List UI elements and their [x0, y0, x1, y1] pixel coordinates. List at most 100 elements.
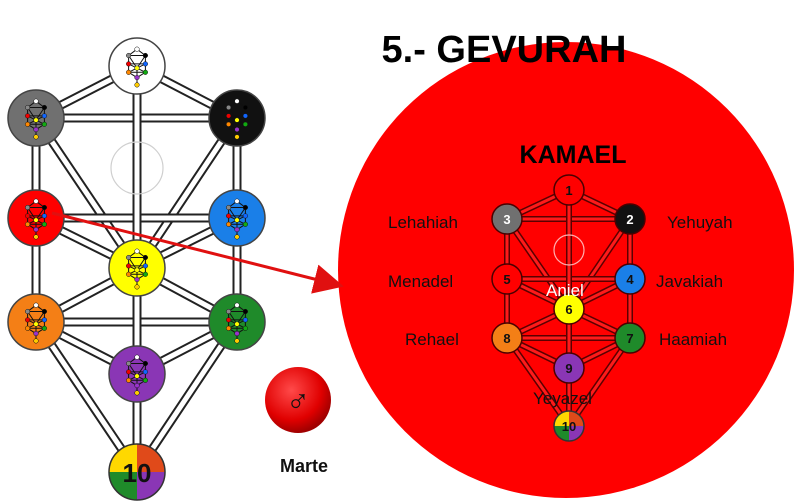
pointer-arrow: [51, 211, 344, 294]
left-sephira-10-quarter-0: [109, 444, 137, 472]
left-sephira-10-rim: [108, 443, 166, 501]
left-sephira-8-tree-icon-dot-6: [25, 325, 31, 331]
right-node-4-label: 4: [626, 272, 634, 287]
left-sephira-2-tree-icon-dot-2: [242, 104, 248, 111]
left-sephira-5-tree-icon-dot-4: [41, 213, 47, 219]
left-sephira-4-tree-icon-dot-7: [242, 221, 248, 227]
right-node-3: [491, 203, 523, 235]
left-sephira-5-tree-icon-dot-9: [33, 234, 39, 240]
left-sephira-7-tree-icon-dot-0: [234, 302, 240, 308]
left-sephira-9-tree-icon: [126, 354, 148, 396]
left-sephira-3-tree-icon-dot-0: [33, 98, 39, 104]
left-sephira-4-tree-icon-dot-5: [234, 217, 240, 223]
left-sephira-8-tree-icon-dot-5: [33, 321, 39, 327]
left-sephira-1-tree-icon-dot-6: [126, 69, 132, 75]
right-node-5: [491, 263, 523, 295]
right-node-9: [553, 352, 585, 384]
left-sephira-7-tree-icon-dot-5: [234, 321, 240, 327]
left-sephira-5-tree-icon-dot-2: [41, 204, 47, 211]
left-sephira-9-tree-icon-dot-1: [126, 360, 132, 367]
left-sephira-3-tree-icon-dot-3: [25, 113, 31, 119]
left-sephira-5-tree-icon-dot-6: [25, 221, 31, 227]
left-sephira-4-tree-icon-dot-4: [242, 213, 248, 219]
left-sephira-1-tree-icon-dot-4: [142, 61, 148, 67]
left-sephira-4-tree-icon-dot-8: [234, 226, 240, 233]
left-sephira-5-tree-icon-dot-8: [33, 226, 39, 233]
left-path-inner-7-10: [134, 319, 240, 475]
page-title: 5.- GEVURAH: [382, 29, 627, 71]
angel-label-lehahiah: Lehahiah: [388, 213, 458, 232]
left-sephira-9-tree-icon-dot-4: [142, 369, 148, 375]
right-node-4: [614, 263, 646, 295]
left-sephira-8-tree-icon-dot-3: [25, 317, 31, 323]
left-sephira-1-tree-icon-dot-7: [142, 69, 148, 75]
left-sephira-5-tree-icon-dot-0: [33, 198, 39, 204]
right-node-10-label: 10: [562, 419, 576, 434]
left-sephira-4-tree-icon-dot-0: [234, 198, 240, 204]
left-sephira-2-tree-icon: [226, 98, 248, 140]
right-node-10-quarter-1: [554, 426, 569, 441]
left-sephira-10-quarter-1: [109, 472, 137, 500]
left-sephira-6-tree-icon-dot-1: [126, 254, 132, 261]
left-sephira-2-tree-icon-dot-5: [234, 117, 240, 123]
right-node-9-label: 9: [565, 361, 572, 376]
left-sephira-8-tree-icon-dot-9: [33, 338, 39, 344]
left-sephira-5-tree-icon-dot-3: [25, 213, 31, 219]
left-sephira-7-tree-icon-dot-7: [242, 325, 248, 331]
left-sephira-1-tree-icon-dot-3: [126, 61, 132, 67]
angel-label-yeyazel: Yeyazel: [533, 389, 592, 408]
left-sephira-9-tree-icon-dot-2: [142, 360, 148, 367]
mars-planet: [265, 367, 331, 433]
planet-name: Marte: [280, 456, 328, 476]
left-sephira-3-tree-icon-dot-4: [41, 113, 47, 119]
angel-label-menadel: Menadel: [388, 272, 453, 291]
left-sephira-9-tree-icon-dot-6: [126, 377, 132, 383]
left-sephira-9-tree-icon-dot-5: [134, 373, 140, 379]
left-sephira-7-tree-icon-dot-8: [234, 330, 240, 337]
left-sephira-2-tree-icon-dot-4: [242, 113, 248, 119]
left-sephira-4-tree-icon-dot-6: [226, 221, 232, 227]
left-sephira-8-tree-icon-dot-8: [33, 330, 39, 337]
left-sephira-9-tree-icon-dot-8: [134, 382, 140, 389]
left-sephira-1-tree-icon-dot-8: [134, 74, 140, 81]
right-path-inner-8-10: [505, 336, 571, 428]
right-node-7: [614, 322, 646, 354]
left-sephira-4-tree-icon-dot-1: [226, 204, 232, 211]
left-sephira-6-tree-icon-dot-3: [126, 263, 132, 269]
left-sephira-3-tree-icon-dot-7: [41, 121, 47, 127]
left-sephira-8-tree-icon-dot-1: [25, 308, 31, 315]
angel-label-yehuyah: Yehuyah: [667, 213, 733, 232]
left-sephira-6-tree-icon-dot-5: [134, 267, 140, 273]
left-sephira-3-tree-icon-dot-2: [41, 104, 47, 111]
left-sephira-1-tree-icon-dot-1: [126, 52, 132, 59]
angel-label-rehael: Rehael: [405, 330, 459, 349]
right-node-10-rim: [553, 410, 585, 442]
left-sephira-9-tree-icon-dot-9: [134, 390, 140, 396]
left-sephira-7-tree-icon-dot-2: [242, 308, 248, 315]
right-node-10: [553, 410, 585, 442]
right-node-8-label: 8: [503, 331, 510, 346]
left-path-inner-3-6: [33, 115, 140, 271]
left-sephira-5-tree-icon-dot-7: [41, 221, 47, 227]
left-sephira-6-tree-icon-dot-4: [142, 263, 148, 269]
left-sephira-8-tree-icon-dot-0: [33, 302, 39, 308]
left-sephira-6-tree-icon-dot-8: [134, 276, 140, 283]
left-sephira-7-tree-icon-dot-9: [234, 338, 240, 344]
left-path-inner-2-6: [134, 115, 240, 271]
right-node-6-label: 6: [565, 302, 572, 317]
left-sephira-1-tree-icon-dot-9: [134, 82, 140, 88]
left-path-inner-8-10: [33, 319, 140, 475]
right-daath: [553, 234, 585, 266]
right-node-7-label: 7: [626, 331, 633, 346]
angel-label-aniel: Aniel: [546, 281, 584, 300]
right-node-1-label: 1: [565, 183, 572, 198]
left-sephira-4-tree-icon-dot-2: [242, 204, 248, 211]
right-node-10-quarter-2: [569, 426, 584, 441]
right-node-3-label: 3: [503, 212, 510, 227]
right-node-6: [553, 293, 585, 325]
left-daath: [110, 141, 164, 195]
left-sephira-7-tree-icon-dot-6: [226, 325, 232, 331]
left-sephira-3-tree-icon-dot-6: [25, 121, 31, 127]
